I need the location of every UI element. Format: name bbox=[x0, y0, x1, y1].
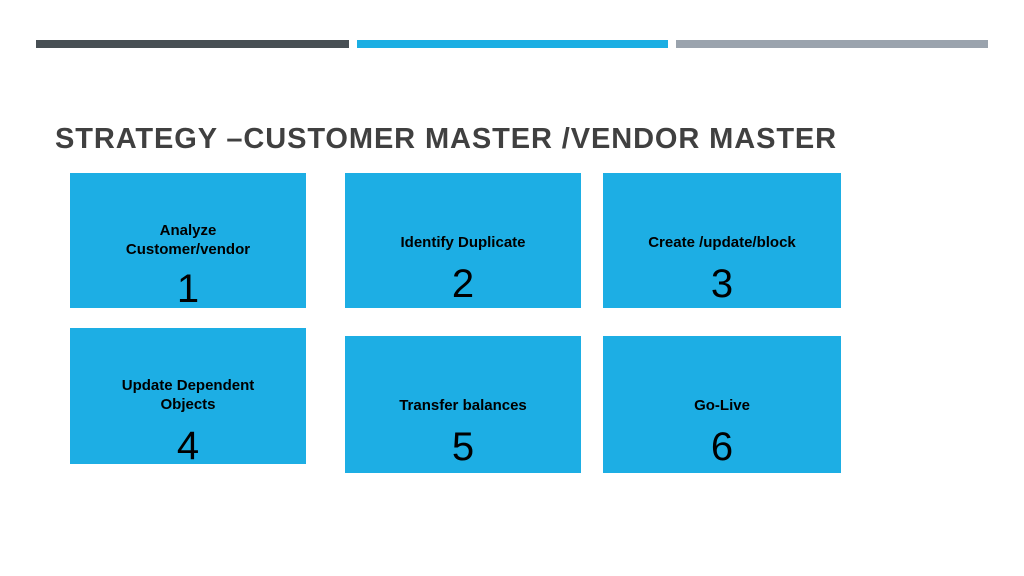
process-step-label: Analyze Customer/vendor bbox=[125, 222, 251, 258]
page-title: STRATEGY –CUSTOMER MASTER /VENDOR MASTER bbox=[55, 123, 838, 155]
top-decorative-rule bbox=[0, 40, 1024, 48]
rule-segment-dark bbox=[36, 40, 349, 48]
process-step-label: Transfer balances bbox=[399, 397, 527, 414]
process-step-card-5[interactable]: Transfer balances 5 bbox=[345, 336, 581, 473]
process-step-card-2[interactable]: Identify Duplicate 2 bbox=[345, 173, 581, 308]
process-step-number: 1 bbox=[176, 267, 200, 311]
rule-segment-gray bbox=[676, 40, 988, 48]
process-step-number: 2 bbox=[451, 262, 475, 306]
process-step-number: 4 bbox=[176, 424, 200, 468]
process-step-label: Go-Live bbox=[694, 397, 750, 414]
process-step-number: 3 bbox=[710, 262, 734, 306]
process-step-card-4[interactable]: Update Dependent Objects 4 bbox=[70, 328, 306, 468]
process-step-card-6[interactable]: Go-Live 6 bbox=[603, 336, 841, 473]
process-step-label: Update Dependent Objects bbox=[121, 377, 255, 413]
process-step-number: 6 bbox=[710, 425, 734, 469]
process-step-card-3[interactable]: Create /update/block 3 bbox=[603, 173, 841, 308]
rule-segment-cyan bbox=[357, 40, 668, 48]
process-step-label: Identify Duplicate bbox=[400, 234, 526, 251]
process-step-card-1[interactable]: Analyze Customer/vendor 1 bbox=[70, 173, 306, 311]
process-step-label: Create /update/block bbox=[648, 234, 796, 251]
process-step-number: 5 bbox=[451, 425, 475, 469]
